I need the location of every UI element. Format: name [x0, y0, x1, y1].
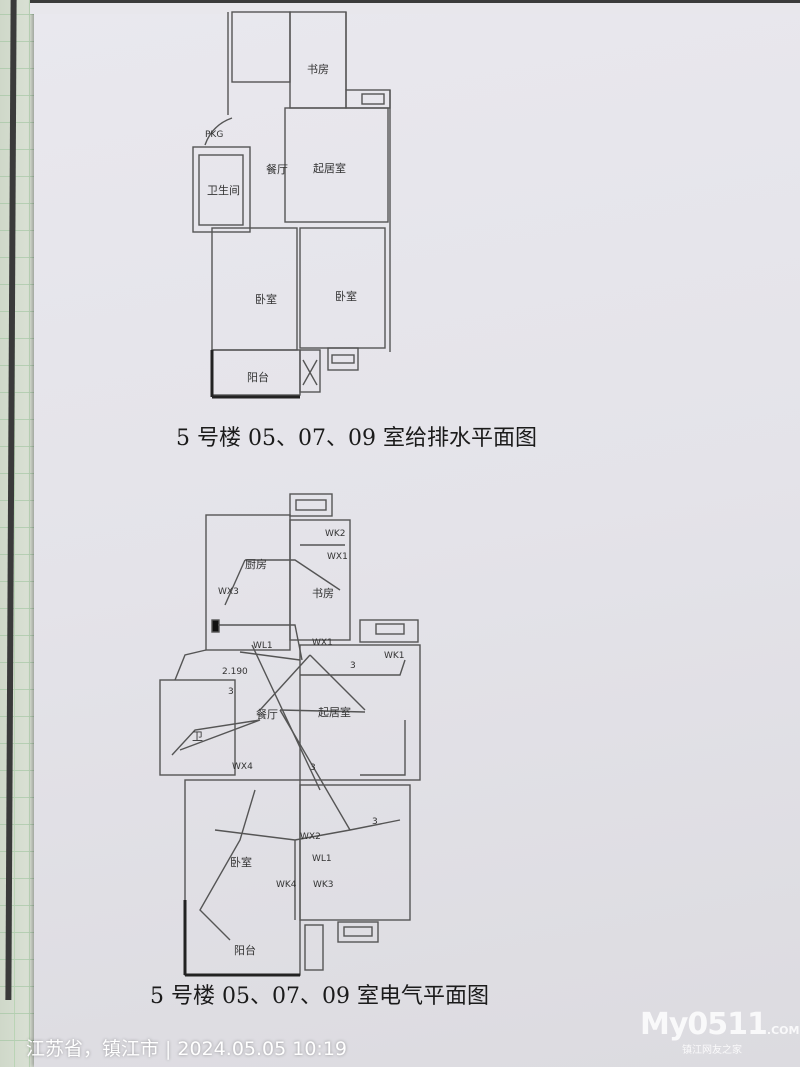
bathroom-outline: [159, 679, 236, 776]
wire-count-label: 3: [372, 817, 378, 827]
box-elevation-label: 2.190: [222, 667, 248, 677]
room-label-kitchen: 厨房: [245, 558, 267, 571]
ac-unit-icon: [375, 623, 405, 635]
plumbing-plan-caption: 5 号楼 05、07、09 室给排水平面图: [176, 426, 537, 451]
page-top-edge: [30, 0, 800, 14]
circuit-label-wk2: WK2: [325, 529, 346, 539]
room-label-bathroom: 卫生间: [207, 183, 240, 197]
living-outline: [284, 107, 389, 223]
circuit-label-wk3: WK3: [313, 880, 334, 890]
room-label-study: 书房: [312, 587, 334, 600]
wire-count-label: 3: [310, 763, 316, 773]
room-label-bedroom: 卧室: [230, 855, 252, 869]
room-label-bath: 卫: [192, 730, 203, 743]
watermark-location: 江苏省，镇江市: [26, 1038, 160, 1060]
circuit-label-wx2: WX2: [300, 832, 321, 842]
room-label-living: 起居室: [318, 705, 351, 719]
bedroom-left-outline: [211, 227, 298, 351]
circuit-label-wx4: WX4: [232, 762, 253, 772]
ac-unit-icon: [361, 93, 385, 105]
watermark-datetime: 2024.05.05 10:19: [177, 1038, 348, 1060]
room-label-dining: 餐厅: [256, 707, 278, 721]
circuit-label-wk1: WK1: [384, 651, 405, 661]
room-label-dining: 餐厅: [266, 162, 288, 176]
site-logo: My0511.COM 镇江网友之家: [640, 1008, 799, 1057]
room-label-balcony: 阳台: [234, 943, 256, 957]
document-page: [34, 0, 800, 1067]
room-label-bedroom: 卧室: [255, 292, 277, 306]
plumbing-floor-plan: PKG 书房 餐厅 起居室 卫生间 卧室 卧室 阳台: [192, 11, 391, 399]
circuit-label-wx1: WX1: [312, 638, 333, 648]
photo-watermark: 江苏省，镇江市|2024.05.05 10:19: [26, 1038, 348, 1060]
circuit-label-wx1: WX1: [327, 552, 348, 562]
bedroom-right-outline: [299, 784, 411, 921]
room-label-living: 起居室: [313, 161, 346, 175]
logo-tagline: 镇江网友之家: [682, 1045, 742, 1056]
pkg-label: PKG: [205, 130, 223, 140]
ac-unit-icon: [295, 499, 327, 511]
logo-brand: My0511: [640, 1007, 768, 1042]
distribution-box-icon: [211, 619, 220, 633]
room-label-balcony: 阳台: [247, 370, 269, 384]
circuit-label-wx3: WX3: [218, 587, 239, 597]
ac-unit-icon: [331, 354, 355, 364]
wire-count-label: 3: [350, 661, 356, 671]
logo-domain: .COM: [766, 1024, 800, 1037]
room-label-bedroom: 卧室: [335, 289, 357, 303]
kitchen-outline: [231, 11, 291, 83]
study-outline: [289, 11, 347, 109]
electrical-floor-plan: WK2 WX1 厨房 书房 WX3 WX1 WL1 2.190 WK1 餐厅 起…: [159, 493, 421, 977]
electrical-plan-caption: 5 号楼 05、07、09 室电气平面图: [150, 984, 489, 1009]
study-outline: [289, 519, 351, 641]
wire-count-label: 3: [228, 687, 234, 697]
ac-unit-icon: [343, 926, 373, 937]
room-label-study: 书房: [307, 63, 329, 76]
bathroom-outline: [192, 146, 251, 233]
bedroom-right-outline: [299, 227, 386, 349]
circuit-label-wl1: WL1: [253, 641, 273, 651]
living-outline: [299, 644, 421, 781]
circuit-label-wl1: WL1: [312, 854, 332, 864]
circuit-label-wk4: WK4: [276, 880, 297, 890]
